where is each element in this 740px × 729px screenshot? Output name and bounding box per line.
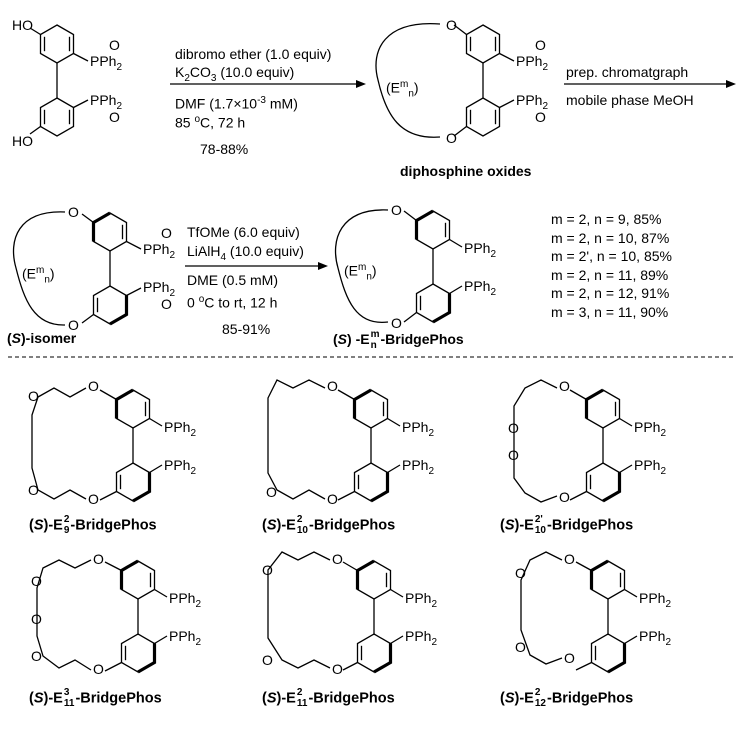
ligand-4-o: O [93, 551, 104, 567]
linker-label-1: (Emn) [386, 79, 419, 100]
conditions-1-line-4: 85 oC, 72 h [175, 114, 246, 131]
linker-label-3: (Emn) [344, 262, 377, 283]
s-isomer-oxide-o-top: O [161, 225, 172, 241]
ligand-3-pph2: PPh2 [634, 419, 667, 439]
bridgephos-o-bottom: O [391, 315, 402, 331]
s-isomer-o-top: O [68, 204, 79, 220]
reaction-arrow-1 [170, 80, 366, 88]
ligand-1-o: O [88, 378, 99, 394]
conditions-1-line-3: DMF (1.7×10-3 mM) [175, 95, 298, 112]
bridgephos-o-top: O [391, 202, 402, 218]
phosphoryl-o-top: O [109, 37, 120, 53]
s-isomer-pph2-top: PPh2 [143, 241, 176, 261]
conditions-3-line-3: DME (0.5 mM) [187, 272, 278, 288]
conditions-3-line-1: TfOMe (6.0 equiv) [187, 224, 300, 240]
oxide-pph2-bottom: PPh2 [516, 92, 549, 112]
yield-3: 85-91% [222, 321, 271, 337]
ether-o-bottom: O [446, 130, 457, 146]
phosphoryl-o-bottom: O [109, 109, 120, 125]
ligand-5-o: O [262, 652, 273, 668]
s-isomer-label: (S)-isomer [7, 330, 77, 346]
ligand-6-o: O [515, 639, 526, 655]
oxide-o-top: O [535, 37, 546, 53]
conditions-3-line-2: LiAlH4 (10.0 equiv) [187, 243, 304, 263]
s-isomer-pph2-bottom: PPh2 [143, 279, 176, 299]
conditions-1-line-2: K2CO3 (10.0 equiv) [175, 64, 295, 84]
yield-1: 78-88% [200, 141, 249, 157]
s-isomer-oxide-o-bottom: O [161, 296, 172, 312]
ligand-2-pph2: PPh2 [402, 457, 435, 477]
ligand-4-o: O [93, 661, 104, 677]
ligand-6-o: O [564, 551, 575, 567]
oxide-o-bottom: O [535, 109, 546, 125]
reaction-arrow-3 [185, 262, 328, 270]
ligand-2-o: O [266, 484, 277, 500]
diphosphine-oxides-label: diphosphine oxides [400, 163, 532, 179]
ligand-4-pph2: PPh2 [169, 628, 202, 648]
ligand-4-o: O [31, 611, 42, 627]
ligand-6-o: O [515, 565, 526, 581]
ligand-1-pph2: PPh2 [164, 419, 197, 439]
s-isomer [12, 211, 142, 326]
ligand-1-o: O [88, 491, 99, 507]
ligand-1-o: O [28, 482, 39, 498]
ligand-1-o: O [28, 388, 39, 404]
ligand-2-pph2: PPh2 [402, 419, 435, 439]
ligand-2-o: O [327, 378, 338, 394]
conditions-3-line-4: 0 oC to rt, 12 h [187, 294, 278, 311]
conditions-1-line-1: dibromo ether (1.0 equiv) [175, 46, 332, 62]
ligand-4-o: O [31, 648, 42, 664]
yield-entry: m = 3, n = 11, 90% [551, 303, 669, 320]
yields-list: m = 2, n = 9, 85% m = 2, n = 10, 87% m =… [551, 210, 672, 321]
ether-o-top: O [446, 17, 457, 33]
ligand-structures [31, 379, 638, 674]
hydroxyl-label-top: HO [12, 17, 33, 33]
ligand-2-o: O [327, 491, 338, 507]
pph2-bottom-label: PPh2 [90, 92, 123, 112]
ligand-5-pph2: PPh2 [405, 628, 438, 648]
pph2-top-label: PPh2 [90, 53, 123, 73]
ligand-4-pph2: PPh2 [169, 590, 202, 610]
yield-entry: m = 2', n = 10, 85% [551, 248, 672, 264]
conditions-2-line-1: prep. chromatgraph [566, 64, 689, 80]
ligand-5-o: O [332, 661, 343, 677]
yield-entry: m = 2, n = 12, 91% [551, 285, 670, 301]
ligand-5-pph2: PPh2 [405, 590, 438, 610]
ligand-3-o: O [508, 420, 519, 436]
ligand-3-o: O [559, 489, 570, 505]
conditions-2-line-2: mobile phase MeOH [566, 92, 694, 108]
bridgephos-pph2-bottom: PPh2 [464, 278, 497, 298]
yield-entry: m = 2, n = 9, 85% [551, 211, 662, 227]
ligand-4-o: O [31, 573, 42, 589]
ligand-6-pph2: PPh2 [639, 628, 672, 648]
diphosphine-oxide [375, 23, 515, 138]
reaction-arrow-2 [564, 80, 736, 88]
ligand-6-o: O [564, 650, 575, 666]
ligand-5-o: O [262, 562, 273, 578]
starting-diol [29, 24, 89, 137]
yield-entry: m = 2, n = 11, 89% [551, 266, 669, 283]
bridgephos-pph2-top: PPh2 [464, 240, 497, 260]
yield-entry: m = 2, n = 10, 87% [551, 229, 670, 246]
hydroxyl-label-bottom: HO [12, 133, 33, 149]
ligand-6-pph2: PPh2 [639, 590, 672, 610]
ligand-3-o: O [559, 378, 570, 394]
bridgephos-general [334, 209, 463, 324]
ligand-1-pph2: PPh2 [164, 457, 197, 477]
ligand-3-o: O [508, 447, 519, 463]
ligand-3-pph2: PPh2 [634, 457, 667, 477]
oxide-pph2-top: PPh2 [516, 53, 549, 73]
linker-label-2: (Emn) [22, 265, 55, 286]
ligand-5-o: O [332, 551, 343, 567]
s-isomer-o-bottom: O [68, 317, 79, 333]
